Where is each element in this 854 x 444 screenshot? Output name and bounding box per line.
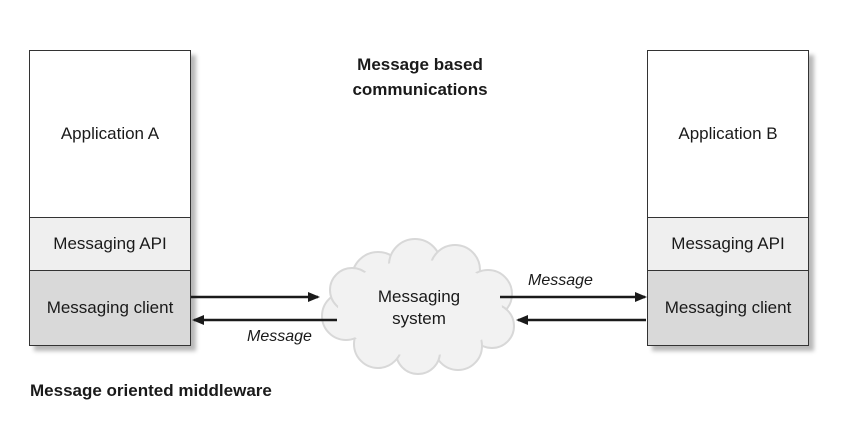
application-b-messaging-api: Messaging API	[648, 217, 808, 270]
application-b-stack: Application B Messaging API Messaging cl…	[647, 50, 809, 346]
application-a-box: Application A	[30, 51, 190, 217]
application-a-stack: Application A Messaging API Messaging cl…	[29, 50, 191, 346]
application-b-messaging-client: Messaging client	[648, 270, 808, 345]
messaging-system-label: Messaging system	[352, 286, 486, 330]
application-a-messaging-client: Messaging client	[30, 270, 190, 345]
diagram-caption: Message oriented middleware	[30, 381, 272, 400]
cloud-line-1: Messaging	[377, 287, 461, 306]
title-line-1: Message based	[357, 55, 483, 74]
application-b-box: Application B	[648, 51, 808, 217]
title-line-2: communications	[352, 80, 488, 99]
messaging-system-cloud	[321, 238, 515, 375]
cloud-line-2: system	[392, 309, 446, 328]
message-label-bottom: Message	[247, 328, 312, 345]
diagram-title: Message based communications	[320, 52, 520, 102]
application-a-messaging-api: Messaging API	[30, 217, 190, 270]
message-label-top: Message	[528, 272, 593, 289]
